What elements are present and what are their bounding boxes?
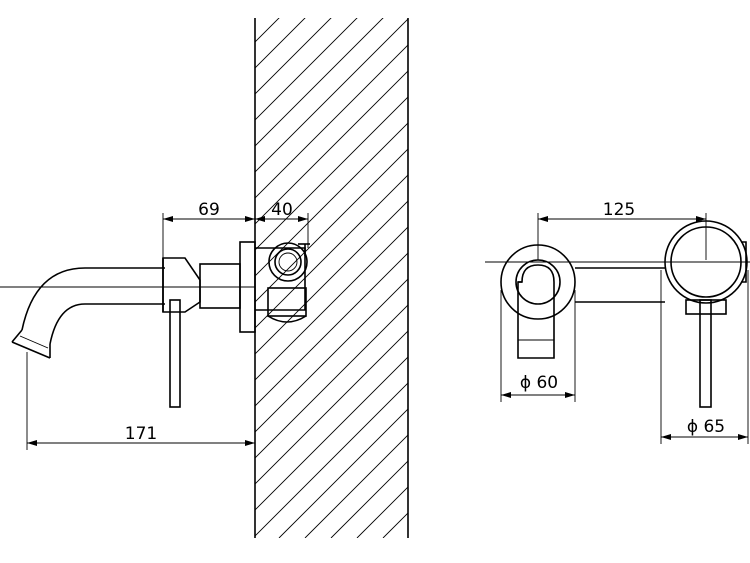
hatch-line [255,122,408,277]
hatch-line [255,226,408,381]
hatch-line [255,200,408,355]
hatch-line [255,148,408,303]
dim-label-40: 40 [271,200,293,220]
hatch-line [565,0,750,538]
handle-rosette-edge [741,241,747,283]
handle-body [162,257,201,313]
hatch-line [409,0,750,538]
hatch-line [0,0,307,538]
hatch-line [304,434,408,538]
hatch-line [356,486,408,538]
hatch-line [0,0,255,538]
front-view [485,220,750,408]
hatch-line [255,18,358,121]
hatch-line [255,174,408,329]
dim-label-171: 171 [125,424,157,444]
spout-body [21,267,165,345]
wall-plate [239,241,256,333]
hatch-line [330,460,408,538]
hatch-line [255,356,408,511]
cartridge-housing [199,263,241,309]
hatch-line [255,18,408,173]
hatch-line [461,0,750,538]
spout-outlet [11,341,51,359]
hatch-line [278,408,408,538]
dim-label-69: 69 [198,200,220,220]
dim-label-phi65: ϕ 65 [687,417,725,437]
hatch-line [255,18,332,95]
hatch-line [0,0,281,538]
hatch-line [255,96,408,251]
side-view [0,241,310,408]
handle-collar [685,299,727,315]
concealed-valve [255,242,310,323]
hatch-line [382,512,408,538]
spout-tip-left [11,329,23,343]
hatch-line [255,304,408,459]
side-dimensions: 69 40 171 [26,200,309,450]
hatch-line [255,382,408,537]
front-dimensions: 125 ϕ 60 ϕ 65 [500,200,749,444]
hatch-line [255,330,408,485]
hatch-line [255,18,280,43]
hatch-line [539,0,750,538]
wall-section [0,0,750,538]
hatch-line [255,278,408,433]
handle-lever [169,299,181,408]
spout-outlet-ring [19,335,49,349]
spout-front [517,264,555,359]
dim-label-125: 125 [603,200,635,220]
hatch-line [255,18,306,69]
dim-label-phi60: ϕ 60 [520,373,558,393]
wall-hatching [0,0,750,538]
handle-lever-front [699,299,712,408]
hatch-line [617,0,750,538]
hatch-line [255,252,408,407]
hatch-line [255,18,384,147]
hatch-line [643,0,750,538]
hatch-line [435,0,750,538]
hatch-line [591,0,750,538]
